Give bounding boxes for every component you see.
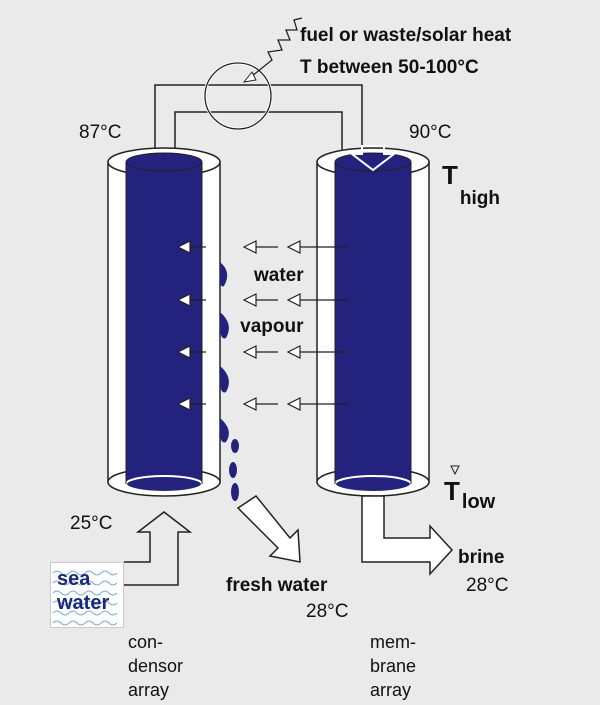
fresh-water-temp: 28°C — [306, 601, 349, 622]
t-low-marker-icon — [450, 465, 460, 476]
condenser-array-label: con- densor array — [128, 632, 184, 700]
vapour-arrows — [176, 240, 348, 411]
membrane-array-label: mem- brane array — [370, 632, 417, 700]
membrane-column — [316, 145, 430, 497]
brine-outlet-arrow — [361, 495, 454, 576]
sea-water-line1: sea — [57, 568, 91, 590]
brine-temp: 28°C — [466, 575, 509, 596]
heat-loop-pipe — [154, 84, 363, 170]
sea-water-box: sea water — [50, 562, 124, 628]
t-high-label: Thigh — [442, 160, 500, 209]
membrane-top-temp: 90°C — [409, 122, 452, 143]
condenser-column — [107, 147, 221, 497]
sea-water-line2: water — [57, 592, 110, 614]
brine-label: brine — [458, 547, 505, 568]
condensate-droplets — [219, 262, 239, 501]
heat-input-zigzag-icon — [251, 17, 303, 77]
fresh-water-label: fresh water — [226, 575, 328, 596]
sea-water-inlet-pipe — [124, 511, 193, 586]
inlet-temp-label: 25°C — [70, 513, 113, 534]
water-vapour-label: water vapour — [240, 265, 304, 337]
fresh-water-outlet-arrow — [236, 494, 301, 563]
condenser-top-temp: 87°C — [79, 122, 122, 143]
heat-source-line2: T between 50-100°C — [300, 57, 479, 78]
heat-source-line1: fuel or waste/solar heat — [300, 25, 512, 46]
